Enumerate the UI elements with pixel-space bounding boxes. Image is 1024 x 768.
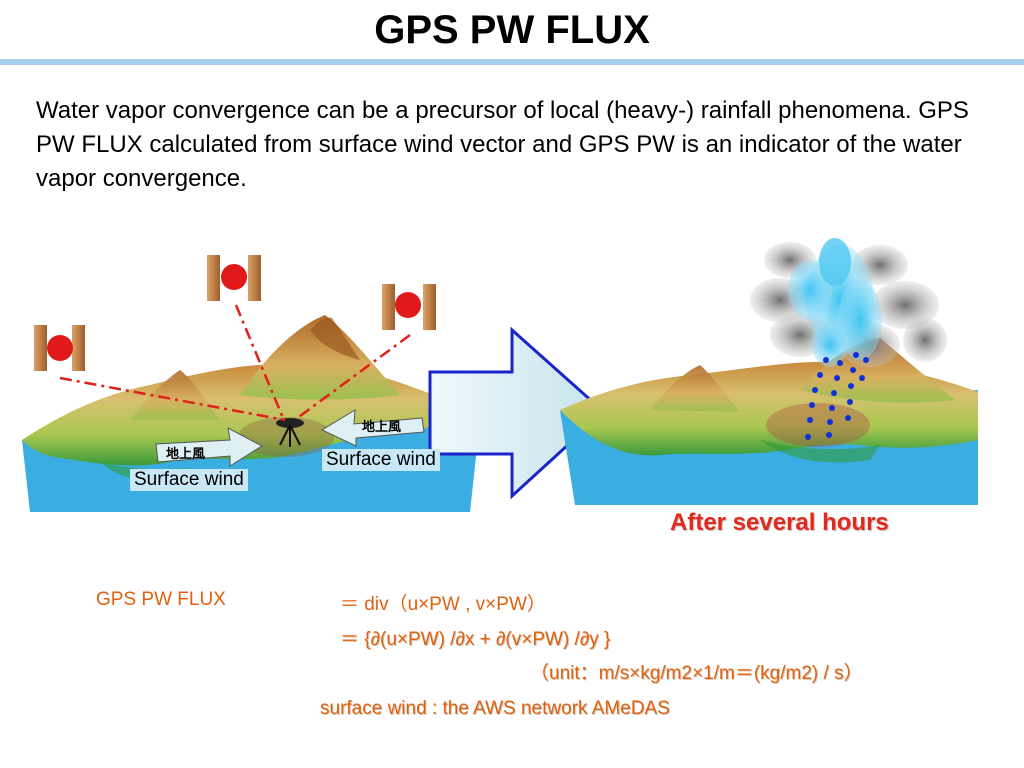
left-mountain-small [130,370,220,420]
rain-drops [805,352,869,440]
surface-wind-arrow-left [155,427,264,467]
data-source-note: surface wind : the AWS network AMeDAS [320,698,670,719]
satellite-icon-left [34,325,85,371]
time-progression-arrow [428,326,607,500]
formula-line-2: ＝ {∂(u×PW) /∂x + ∂(v×PW) /∂y } [340,629,611,650]
surface-wind-arrow-right [320,409,425,447]
convergence-area [238,417,334,457]
surface-wind-label-left: Surface wind [130,469,248,491]
rain-cloud-icon [750,238,947,367]
satellite-icon-right [382,284,436,330]
left-mountain-main [240,315,400,400]
formula-lhs: GPS PW FLUX [96,589,226,610]
after-several-hours-label: After several hours [670,509,889,536]
formula-line-1: ＝ div（u×PW , v×PW） [340,594,546,615]
surface-wind-label-right: Surface wind [322,449,440,471]
page-title: GPS PW FLUX [374,8,650,52]
satellite-signal-lines [59,304,411,422]
right-terrain [560,338,978,505]
jp-wind-label-left: 地上風 [166,446,206,461]
formula-unit: （unit：m/s×kg/m2×1/m＝(kg/m2) / s） [530,663,863,684]
jp-wind-label-right: 地上風 [362,419,402,434]
satellite-icon-top [207,255,261,301]
intro-paragraph: Water vapor convergence can be a precurs… [36,97,969,192]
title-divider [0,59,1024,65]
heavy-rain-area [766,403,870,447]
